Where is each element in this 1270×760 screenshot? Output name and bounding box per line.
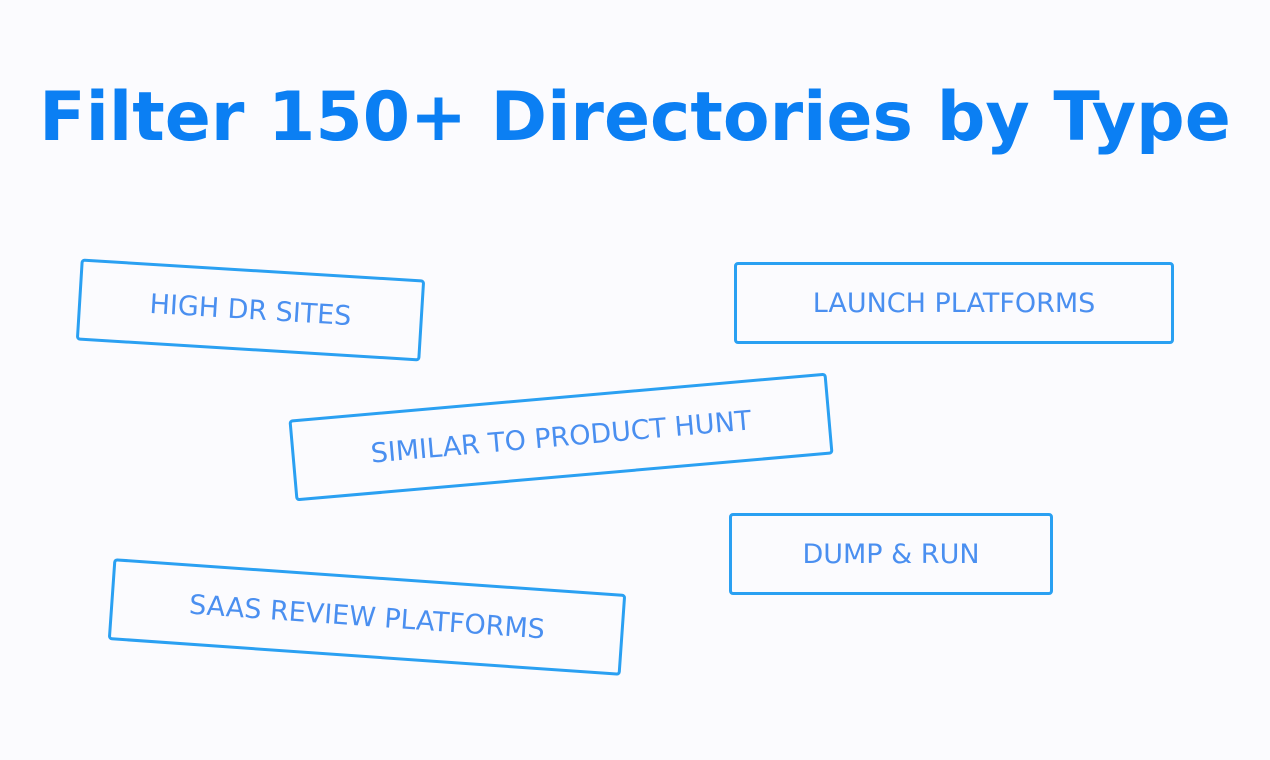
filter-tag-similar-to-product-hunt[interactable]: SIMILAR TO PRODUCT HUNT [288,372,834,502]
tag-label: SIMILAR TO PRODUCT HUNT [369,404,753,470]
tag-label: SAAS REVIEW PLATFORMS [188,589,546,645]
filter-tag-high-dr-sites[interactable]: HIGH DR SITES [75,258,426,362]
filter-tag-saas-review-platforms[interactable]: SAAS REVIEW PLATFORMS [107,558,627,676]
filter-tag-dump-and-run[interactable]: DUMP & RUN [729,513,1053,595]
tag-label: LAUNCH PLATFORMS [812,287,1096,319]
tag-label: HIGH DR SITES [148,288,353,332]
filter-tag-launch-platforms[interactable]: LAUNCH PLATFORMS [734,262,1174,344]
tag-label: DUMP & RUN [802,538,980,570]
page-title: Filter 150+ Directories by Type [39,78,1231,157]
